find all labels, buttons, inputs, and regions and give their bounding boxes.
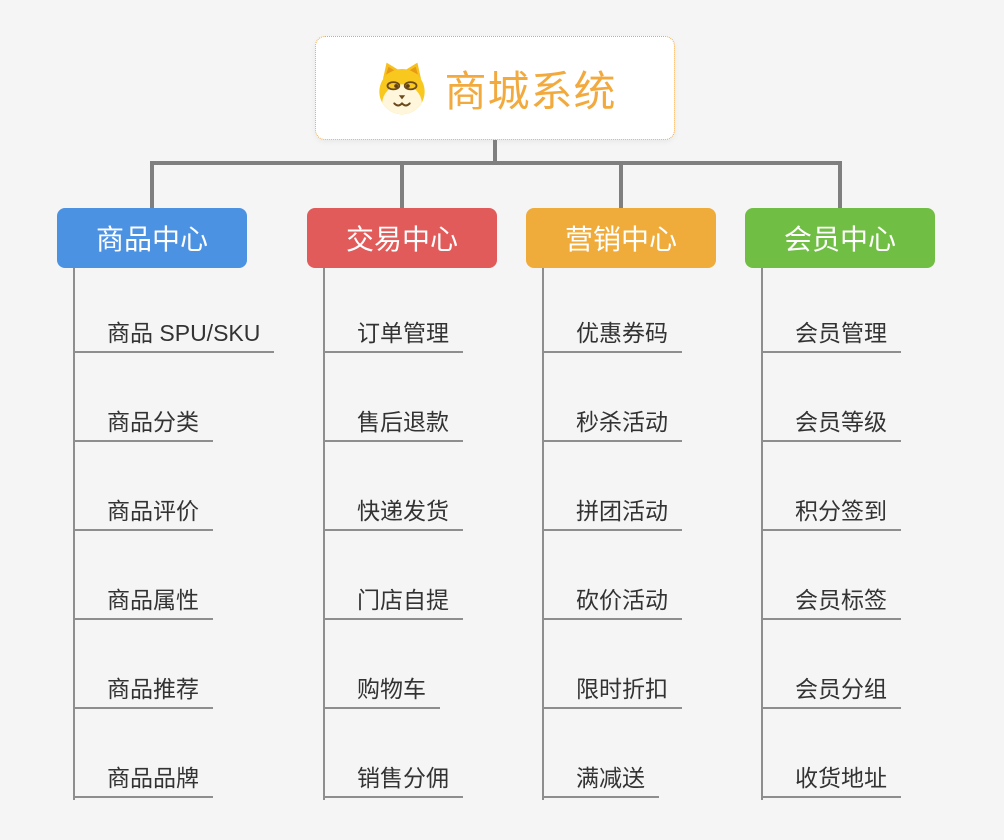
- child-node[interactable]: 会员等级: [761, 404, 901, 442]
- connector-branch-drop: [838, 161, 842, 208]
- child-node[interactable]: 会员分组: [761, 671, 901, 709]
- child-node[interactable]: 限时折扣: [542, 671, 682, 709]
- root-title: 商城系统: [444, 67, 617, 115]
- child-node[interactable]: 秒杀活动: [542, 404, 682, 442]
- root-node[interactable]: 商城系统: [315, 36, 675, 140]
- connector-horizontal-bar: [150, 161, 842, 165]
- connector-branch-spine: [542, 268, 544, 800]
- shiba-dog-icon: [379, 62, 426, 115]
- connector-root-drop: [493, 140, 497, 165]
- child-node[interactable]: 商品推荐: [73, 671, 213, 709]
- child-node[interactable]: 门店自提: [323, 582, 463, 620]
- connector-branch-drop: [150, 161, 154, 208]
- child-node[interactable]: 拼团活动: [542, 493, 682, 531]
- child-node[interactable]: 商品评价: [73, 493, 213, 531]
- child-node[interactable]: 销售分佣: [323, 760, 463, 798]
- child-node[interactable]: 商品品牌: [73, 760, 213, 798]
- child-node[interactable]: 售后退款: [323, 404, 463, 442]
- child-node[interactable]: 商品属性: [73, 582, 213, 620]
- connector-branch-spine: [323, 268, 325, 800]
- child-node[interactable]: 快递发货: [323, 493, 463, 531]
- child-node[interactable]: 会员标签: [761, 582, 901, 620]
- branch-node[interactable]: 商品中心: [57, 208, 247, 268]
- connector-branch-drop: [400, 161, 404, 208]
- child-node[interactable]: 商品 SPU/SKU: [73, 315, 275, 353]
- child-node[interactable]: 收货地址: [761, 760, 901, 798]
- child-node[interactable]: 满减送: [542, 760, 659, 798]
- branch-node[interactable]: 营销中心: [526, 208, 716, 268]
- child-node[interactable]: 优惠券码: [542, 315, 682, 353]
- connector-branch-spine: [761, 268, 763, 800]
- connector-branch-spine: [73, 268, 75, 800]
- child-node[interactable]: 订单管理: [323, 315, 463, 353]
- child-node[interactable]: 会员管理: [761, 315, 901, 353]
- child-node[interactable]: 砍价活动: [542, 582, 682, 620]
- branch-node[interactable]: 交易中心: [307, 208, 497, 268]
- child-node[interactable]: 商品分类: [73, 404, 213, 442]
- connector-branch-drop: [619, 161, 623, 208]
- branch-node[interactable]: 会员中心: [745, 208, 935, 268]
- child-node[interactable]: 购物车: [323, 671, 440, 709]
- child-node[interactable]: 积分签到: [761, 493, 901, 531]
